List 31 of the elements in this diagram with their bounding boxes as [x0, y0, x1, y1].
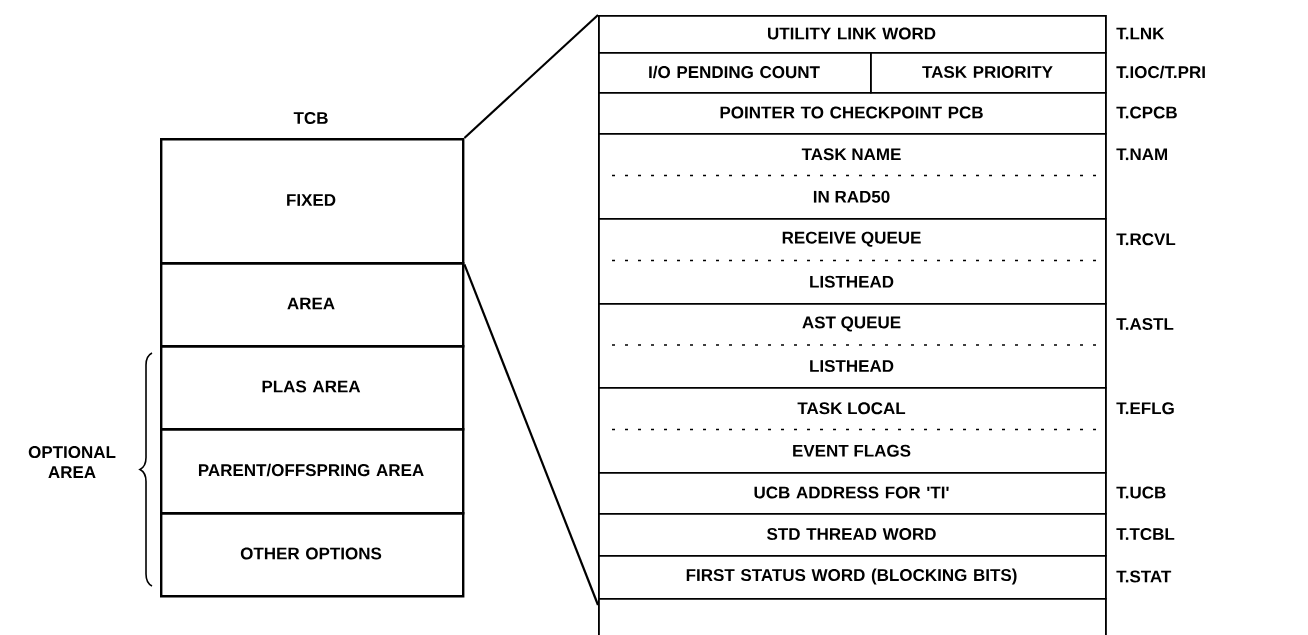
field-name: T.RCVL — [1116, 233, 1176, 246]
field-name: T.CPCB — [1116, 106, 1177, 119]
field-box: AREA — [160, 262, 465, 348]
field-name: T.STAT — [1116, 570, 1172, 583]
field-box: PARENT/OFFSPRING AREA — [160, 428, 465, 515]
field-box: OTHER OPTIONS — [160, 512, 465, 598]
table-row: TASK PRIORITY — [870, 52, 1107, 94]
table-row: POINTER TO CHECKPOINT PCB — [598, 92, 1107, 135]
field-name: T.UCB — [1116, 486, 1166, 499]
table-row: TASK LOCAL EVENT FLAGS — [598, 387, 1107, 474]
table-row: UTILITY LINK WORD — [598, 15, 1107, 54]
table-row: I/O PENDING COUNT — [598, 52, 872, 94]
table-row: UCB ADDRESS FOR 'TI' — [598, 472, 1107, 515]
field-name: T.TCBL — [1116, 528, 1175, 541]
table-row: AST QUEUE LISTHEAD — [598, 303, 1107, 389]
table-row: TASK NAME IN RAD50 — [598, 133, 1107, 220]
table-row: STD THREAD WORD — [598, 513, 1107, 557]
field-name: T.ASTL — [1116, 318, 1174, 331]
table-row: RECEIVE QUEUE LISTHEAD — [598, 218, 1107, 305]
field-name: T.NAM — [1116, 148, 1167, 161]
field-name: T.IOC/T.PRI — [1116, 65, 1205, 79]
field-name: T.LNK — [1116, 27, 1165, 40]
brace-label: OPTIONAL AREA — [28, 446, 116, 478]
field-box: PLAS AREA — [160, 345, 465, 431]
field-name: T.EFLG — [1116, 402, 1174, 415]
expansion-line — [463, 264, 600, 606]
empty-row — [598, 598, 1107, 635]
expansion-line — [463, 14, 599, 139]
field-box: TCB FIXED — [160, 112, 465, 265]
node-label: TCB — [293, 111, 328, 125]
table-row: FIRST STATUS WORD (BLOCKING BITS) — [598, 555, 1107, 600]
